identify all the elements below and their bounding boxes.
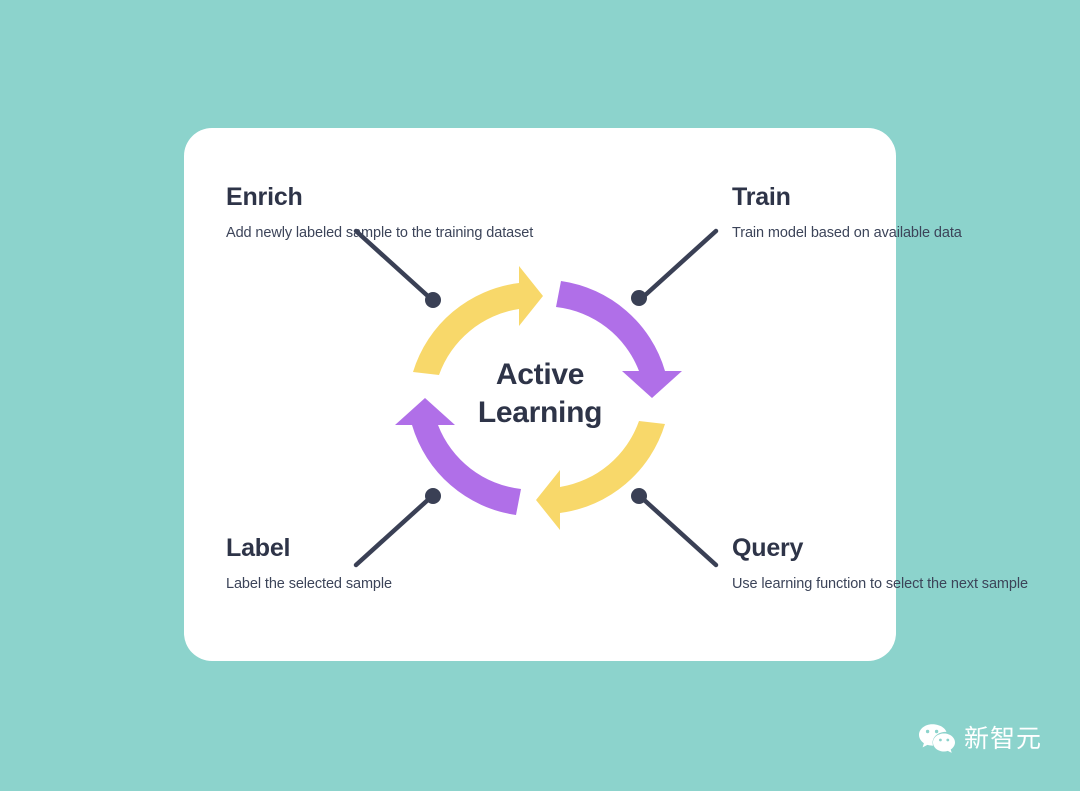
center-title-line1: Active [495, 358, 585, 391]
step-train-description: Train model based on available data [732, 224, 962, 241]
center-title: Active Learning [430, 356, 650, 432]
diagram-card [184, 128, 896, 661]
wechat-watermark: 新智元 [918, 722, 1042, 754]
step-train: Train Train model based on available dat… [732, 183, 962, 243]
step-label-title: Label [226, 534, 291, 562]
center-title-line2: Learning [477, 396, 603, 429]
step-query-description: Use learning function to select the next… [732, 575, 1028, 592]
step-label: Label Label the selected sample [226, 534, 392, 594]
step-query: Query Use learning function to select th… [732, 534, 1028, 594]
step-enrich-description: Add newly labeled sample to the training… [226, 224, 534, 241]
wechat-icon [919, 724, 955, 753]
step-label-description: Label the selected sample [226, 575, 392, 592]
step-enrich-title: Enrich [226, 183, 303, 211]
step-enrich: Enrich Add newly labeled sample to the t… [226, 183, 534, 243]
wechat-watermark-text: 新智元 [964, 723, 1043, 753]
step-train-title: Train [732, 183, 791, 211]
step-query-title: Query [732, 534, 804, 562]
